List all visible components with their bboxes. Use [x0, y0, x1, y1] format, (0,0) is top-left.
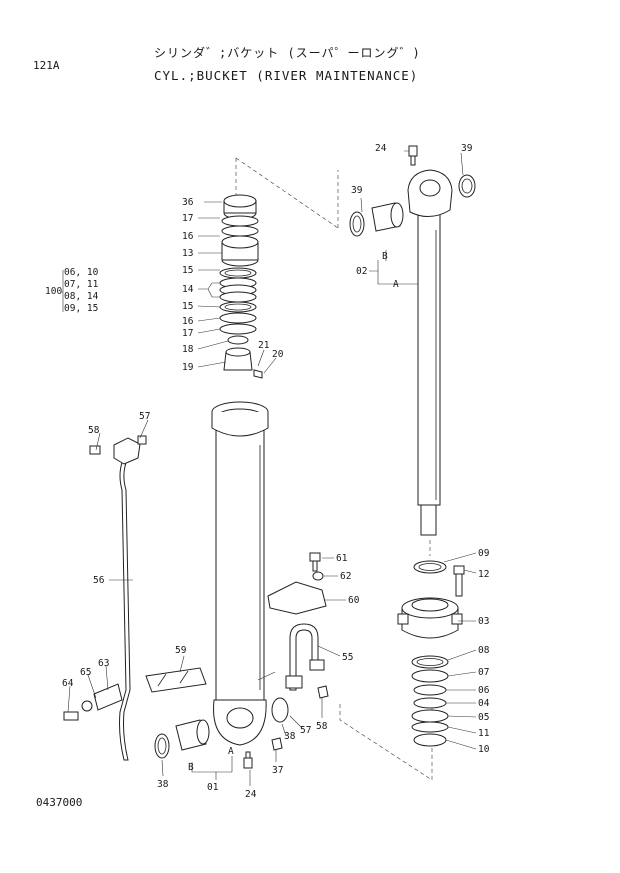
callout-65: 65	[80, 667, 91, 678]
callout-39-left: 39	[351, 185, 363, 196]
callout-38a: 38	[284, 731, 296, 742]
callout-07: 07	[478, 667, 489, 678]
fitting-58-right	[317, 685, 329, 699]
callout-12: 12	[478, 569, 489, 580]
callout-17a: 17	[182, 213, 193, 224]
callout-37: 37	[272, 765, 283, 776]
callout-62: 62	[340, 571, 351, 582]
callout-14: 14	[182, 284, 194, 295]
callout-08: 08	[478, 645, 490, 656]
callout-10: 10	[478, 744, 490, 755]
grease-fitting-24-bottom	[243, 751, 253, 769]
group-label-100: 100	[45, 286, 62, 297]
callout-63: 63	[98, 658, 109, 669]
callout-a-bottom: A	[228, 746, 234, 757]
bushing-b-top	[371, 202, 404, 232]
callout-04: 04	[478, 698, 490, 709]
callout-b-top: B	[382, 251, 388, 262]
callout-19: 19	[182, 362, 194, 373]
callout-36: 36	[182, 197, 194, 208]
seal-09	[413, 560, 447, 574]
washer-62	[312, 571, 324, 581]
group-line-1: 06, 10	[64, 267, 99, 278]
seal-39-left	[349, 211, 365, 237]
callout-a-top: A	[393, 279, 399, 290]
callout-60: 60	[348, 595, 360, 606]
callout-20: 20	[272, 349, 284, 360]
seal-kit-stack	[219, 194, 263, 379]
callout-17b: 17	[182, 328, 193, 339]
seal-38-right	[271, 697, 289, 723]
callout-02: 02	[356, 266, 367, 277]
cylinder-tube	[211, 401, 269, 701]
callout-58b: 58	[316, 721, 328, 732]
callout-16a: 16	[182, 231, 194, 242]
callout-b-bottom: B	[188, 762, 194, 773]
cylinder-bottom-eye	[213, 699, 267, 746]
title-english: CYL.;BUCKET (RIVER MAINTENANCE)	[154, 68, 419, 83]
callout-39-right: 39	[461, 143, 473, 154]
callout-56: 56	[93, 575, 105, 586]
drawing-number: 0437000	[36, 796, 83, 809]
rod-end-eye	[407, 169, 453, 217]
callout-38b: 38	[157, 779, 169, 790]
callout-11: 11	[478, 728, 490, 739]
callout-21: 21	[258, 340, 270, 351]
seal-stack-04-11	[411, 655, 449, 747]
callout-24-top: 24	[375, 143, 387, 154]
bracket-63-65	[63, 683, 123, 721]
gland-03	[397, 597, 463, 639]
callout-59: 59	[175, 645, 187, 656]
bolt-61	[309, 552, 321, 572]
callout-58a: 58	[88, 425, 100, 436]
seal-38-left	[154, 733, 170, 759]
callout-64: 64	[62, 678, 74, 689]
bolt-12	[453, 565, 465, 597]
callout-57a: 57	[139, 411, 150, 422]
clamp-60	[267, 581, 327, 615]
callout-15a: 15	[182, 265, 193, 276]
callout-06: 06	[478, 685, 490, 696]
callout-03: 03	[478, 616, 489, 627]
seal-39-right	[458, 174, 476, 198]
group-line-2: 07, 11	[64, 279, 99, 290]
callout-15b: 15	[182, 301, 193, 312]
clamp-59	[145, 667, 207, 693]
callout-09: 09	[478, 548, 490, 559]
pipe-55	[285, 623, 325, 691]
callout-05: 05	[478, 712, 489, 723]
group-line-3: 08, 14	[64, 291, 99, 302]
page-code: 121A	[33, 59, 60, 72]
callout-61: 61	[336, 553, 348, 564]
title-japanese: シリンダ゛;バケット (スーパ゜ーロング゛)	[154, 46, 421, 60]
callout-01: 01	[207, 782, 219, 793]
piston-rod	[417, 204, 441, 536]
callout-18: 18	[182, 344, 194, 355]
callout-55: 55	[342, 652, 353, 663]
callout-24-bottom: 24	[245, 789, 257, 800]
callout-13: 13	[182, 248, 193, 259]
bushing-b-bottom	[175, 719, 210, 751]
fitting-37	[271, 737, 283, 751]
group-line-4: 09, 15	[64, 303, 98, 314]
hose-56	[89, 435, 147, 761]
callout-16b: 16	[182, 316, 194, 327]
grease-fitting-24-top	[408, 145, 418, 166]
callout-57b: 57	[300, 725, 311, 736]
